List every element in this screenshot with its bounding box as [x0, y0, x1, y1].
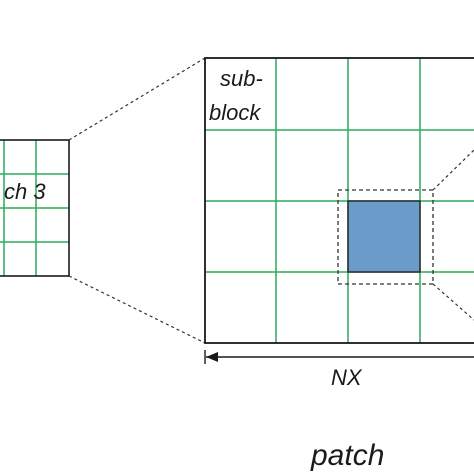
sub-block-label-line1: sub- — [220, 66, 263, 91]
zoomed-patch-frame — [204, 57, 474, 344]
zoom-line-right-bottom — [432, 283, 474, 321]
zoom-line-bottom — [68, 275, 206, 344]
zoom-connector-right — [432, 149, 474, 321]
left-patch-label: ch 3 — [4, 179, 46, 204]
nx-dimension: NX — [204, 350, 474, 390]
zoomed-patch: sub- block — [204, 57, 474, 344]
highlighted-cell — [347, 200, 421, 273]
left-patch: ch 3 — [0, 139, 70, 277]
nx-arrow-head — [206, 352, 218, 362]
left-patch-grid — [0, 140, 69, 276]
sub-block-label-bg — [208, 61, 274, 129]
zoom-line-top — [68, 57, 206, 141]
nx-label: NX — [331, 365, 363, 390]
sub-block-label-line2: block — [209, 100, 261, 125]
zoom-line-right-top — [432, 149, 474, 191]
zoom-connector-left — [68, 57, 206, 344]
left-patch-frame — [0, 139, 70, 277]
highlight-dashed-box — [337, 189, 434, 285]
patch-caption: patch — [310, 439, 384, 472]
